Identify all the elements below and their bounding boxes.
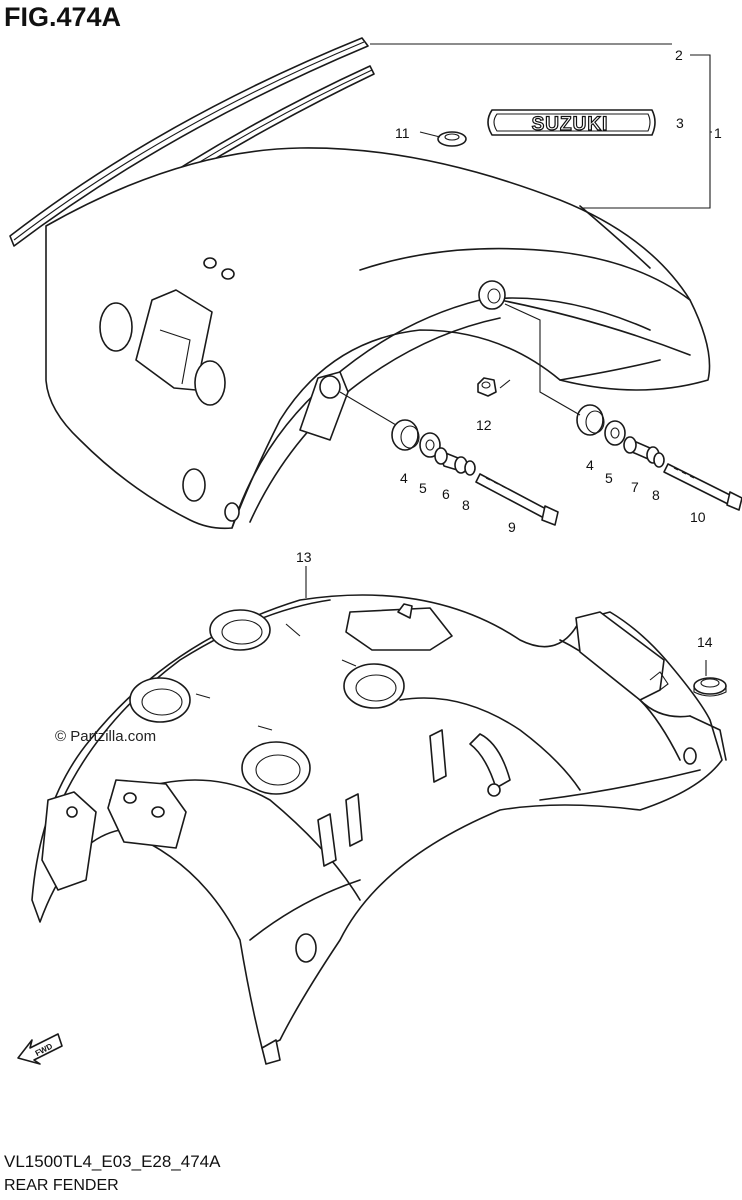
watermark: © Partzilla.com [55,728,157,745]
forward-direction-arrow: FWD [17,1033,63,1065]
callout-4b: 4 [586,457,594,473]
callout-11: 11 [395,125,410,141]
callout-5b: 5 [605,470,613,486]
callout-14: 14 [697,634,713,650]
callout-9: 9 [508,519,516,535]
inner-fender [31,594,727,1065]
figure-title: FIG.474A [4,2,122,32]
callout-8b: 8 [652,487,660,503]
hardware-left [391,419,559,526]
callout-1: 1 [714,125,722,141]
leader-lines-lower [305,566,707,676]
emblem-text: SUZUKI [532,114,609,135]
callout-6: 6 [442,486,450,502]
callout-13: 13 [296,549,312,565]
figure-name: REAR FENDER [4,1177,119,1194]
rear-fender-outer [45,147,711,530]
nut-part-12 [477,377,497,397]
trim-strip-outer [9,37,369,247]
grommet-part-11 [437,131,467,147]
grommet-part-14 [693,677,727,697]
callout-10: 10 [690,509,706,525]
callout-labels: 1 2 3 4 4 5 5 6 7 8 8 9 10 11 12 13 14 [296,47,722,650]
leader-lines-upper [339,43,712,426]
callout-7: 7 [631,479,639,495]
suzuki-emblem: SUZUKI [487,109,656,136]
hardware-right [576,404,742,511]
callout-8a: 8 [462,497,470,513]
callout-12: 12 [476,417,492,433]
figure-code: VL1500TL4_E03_E28_474A [4,1152,221,1171]
callout-4a: 4 [400,470,408,486]
callout-3: 3 [676,115,684,131]
callout-2: 2 [675,47,683,63]
callout-5a: 5 [419,480,427,496]
